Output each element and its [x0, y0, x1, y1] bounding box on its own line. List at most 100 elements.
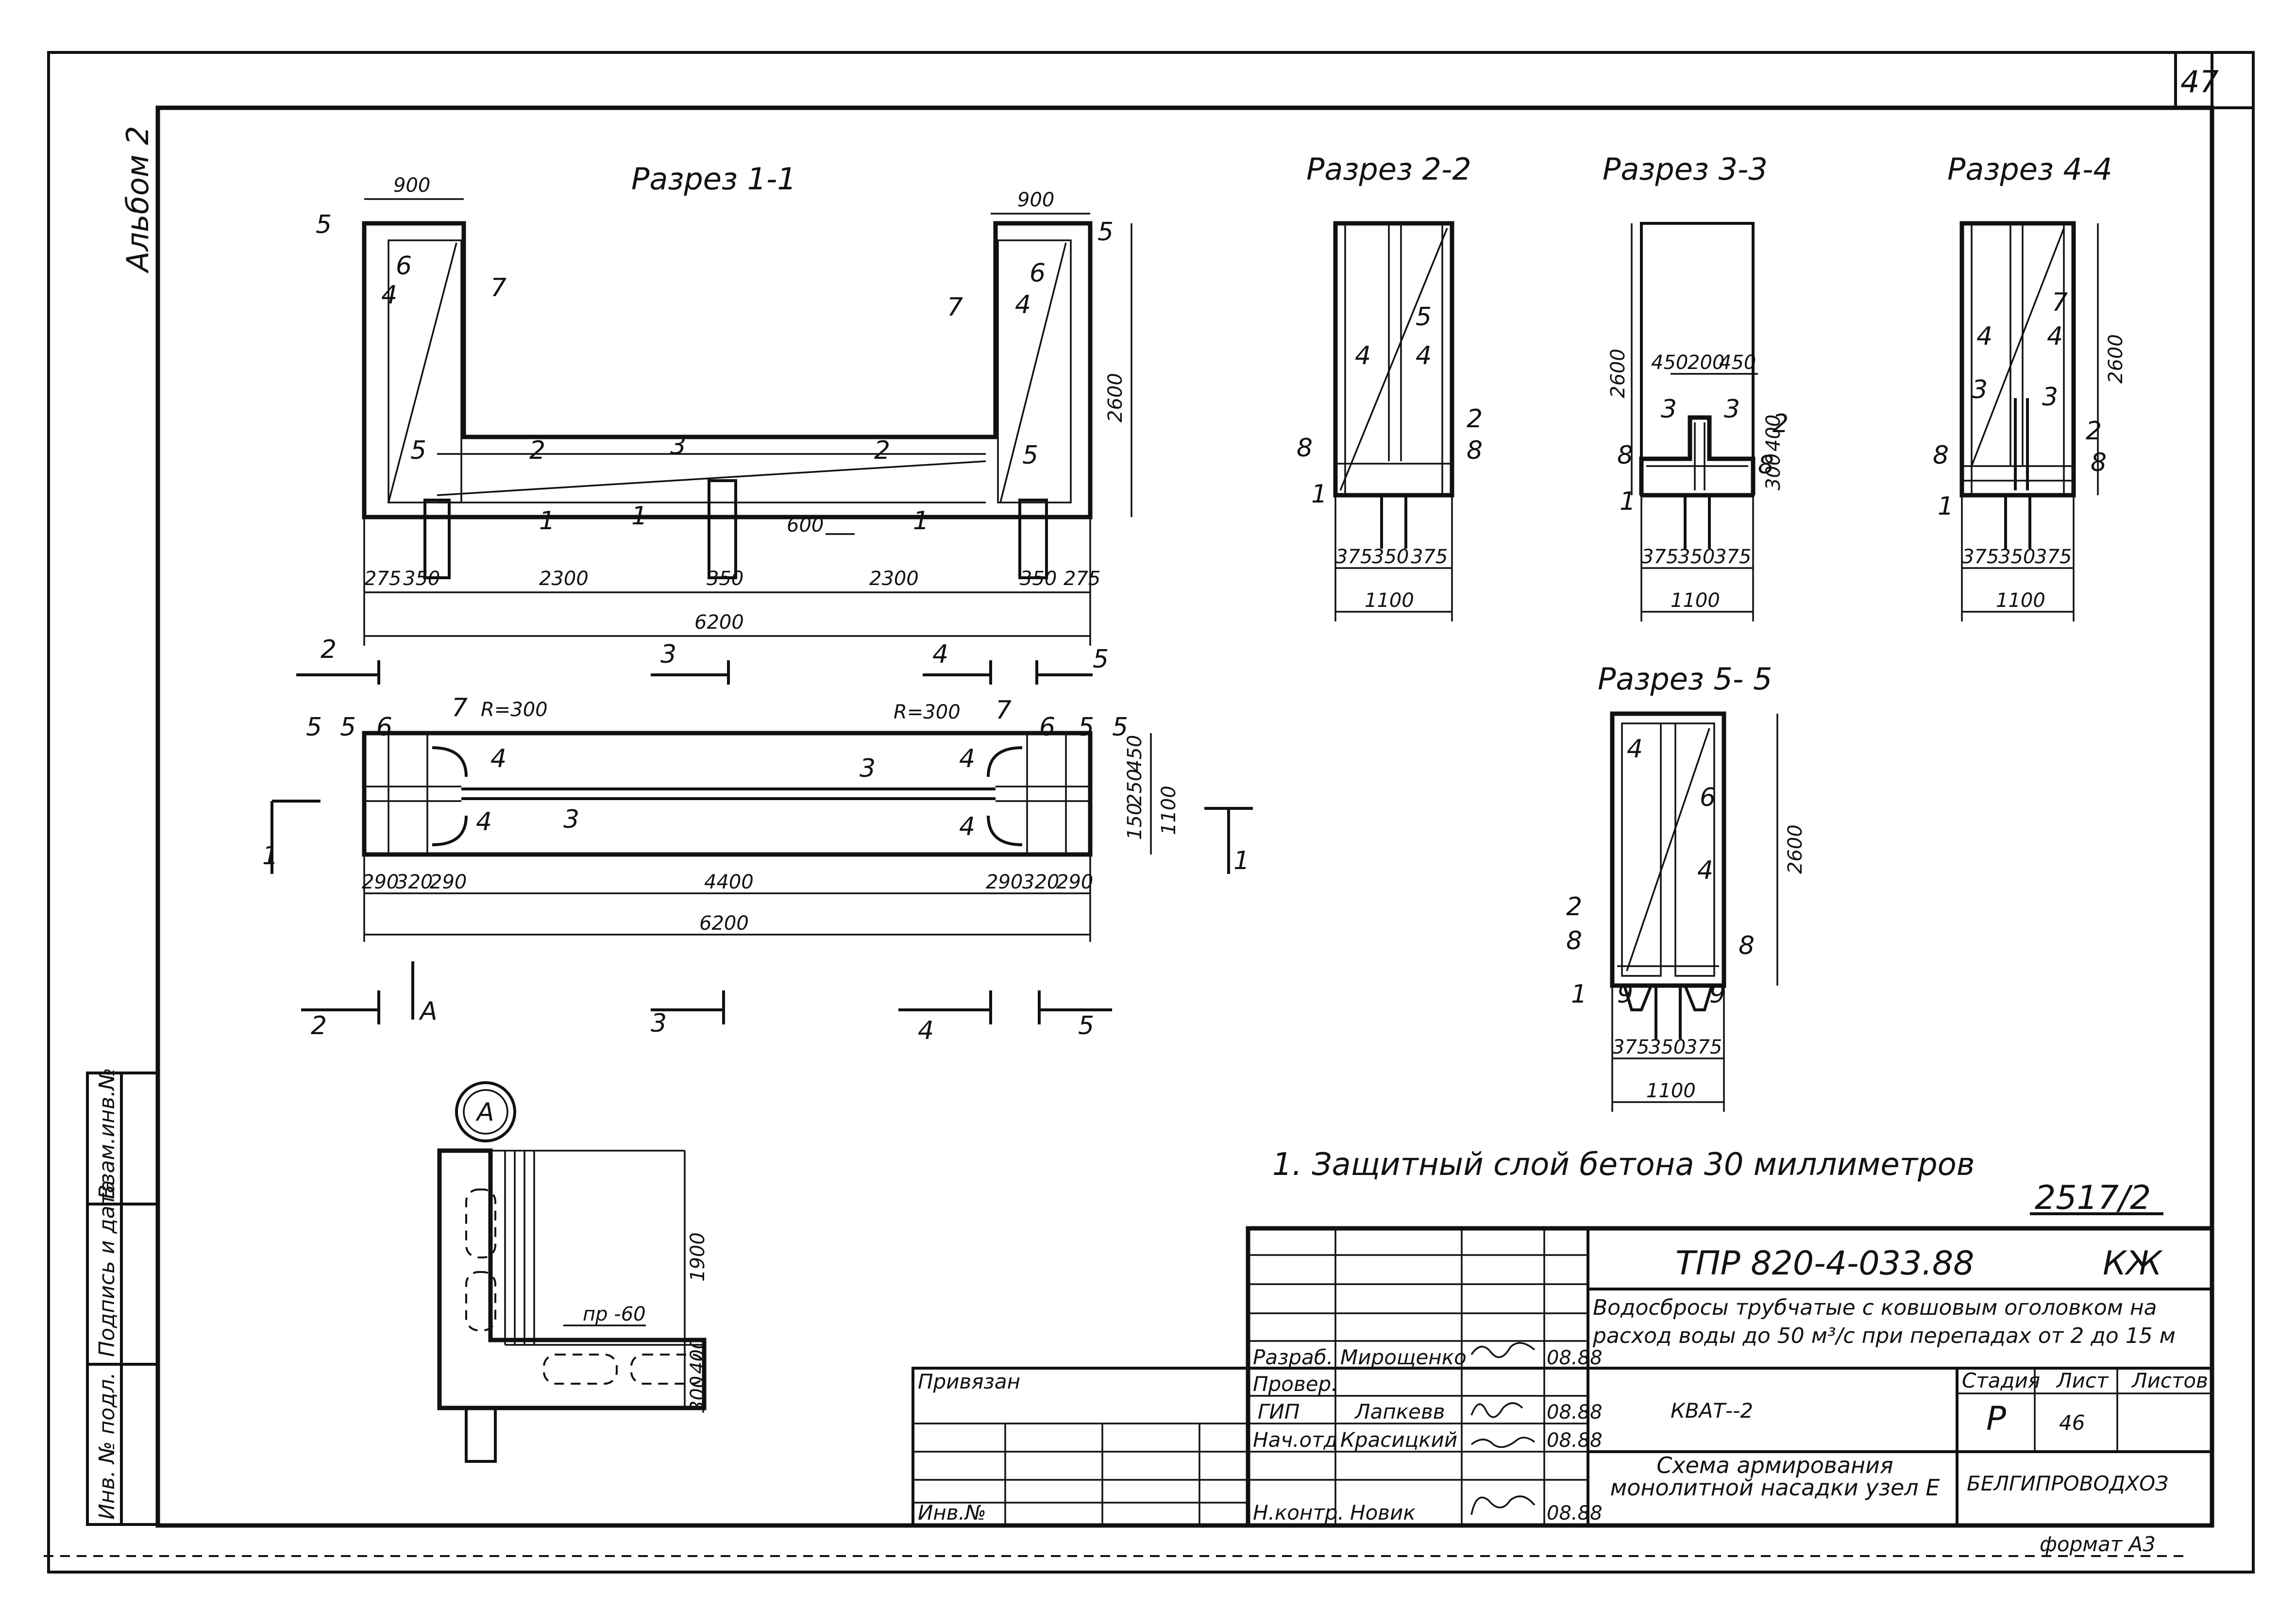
dim-600: 600 [787, 514, 824, 536]
node-a-dim-300: 300 [687, 1376, 709, 1413]
s3-dim-400: 400 [1762, 415, 1785, 452]
plan-mark-3b: 3 [563, 805, 579, 834]
plan-r300-left: R=300 [481, 699, 548, 721]
s3-dim-375b: 375 [1714, 546, 1751, 568]
section-3-title: Разрез 3-3 [1603, 151, 1768, 187]
tb-role-2: ГИП [1258, 1400, 1300, 1424]
s5-dim-350: 350 [1649, 1036, 1686, 1058]
side-stamp-sign: Подпись и дата [95, 1180, 119, 1357]
dim-6200-s1: 6200 [694, 611, 744, 634]
s2-mark-2: 2 [1467, 404, 1483, 434]
s2-mark-8a: 8 [1297, 434, 1313, 463]
cut-4-top: 4 [932, 640, 948, 669]
side-stamp-replace: Взам.инв.№ [95, 1068, 119, 1199]
section-1-title: Разрез 1-1 [631, 161, 796, 197]
mark-1-c: 1 [913, 506, 929, 536]
s5-mark-8a: 8 [1566, 926, 1582, 955]
cut-3-bottom: 3 [651, 1009, 667, 1038]
s2-mark-8b: 8 [1467, 436, 1483, 465]
tb-section-code: КВАТ--2 [1671, 1399, 1753, 1423]
plan-mark-7b: 7 [996, 696, 1012, 725]
tb-date-0: 08.88 [1547, 1347, 1603, 1369]
plan-mark-5d: 5 [1112, 713, 1128, 742]
s4-mark-8a: 8 [1933, 441, 1949, 470]
tb-date-4: 08.88 [1547, 1502, 1603, 1524]
s3-mark-1: 1 [1620, 487, 1636, 516]
s5-mark-1: 1 [1571, 980, 1587, 1009]
s3-mark-3a: 3 [1661, 395, 1677, 424]
s4-mark-4a: 4 [1976, 322, 1992, 351]
s5-dim-2600: 2600 [1784, 824, 1806, 874]
tb-drawing-title: Схема армирования монолитной насадки узе… [1610, 1454, 1940, 1501]
cut-5-top: 5 [1093, 645, 1109, 674]
dim-275-right: 275 [1064, 568, 1100, 590]
cut-1-right: 1 [1233, 846, 1249, 875]
tb-sheet-no: 46 [2059, 1411, 2085, 1435]
cut-3-top: 3 [660, 640, 676, 669]
plan-mark-6a: 6 [376, 713, 392, 742]
plan-mark-5c: 5 [1078, 713, 1094, 742]
plan-dim-320a: 320 [396, 871, 433, 893]
general-note: 1. Защитный слой бетона 30 миллиметров [1272, 1147, 1975, 1183]
mark-5-b: 5 [410, 436, 426, 465]
cut-1-left: 1 [262, 841, 278, 871]
side-stamp [86, 1072, 159, 1526]
s2-dim-375b: 375 [1411, 546, 1448, 568]
s4-mark-7: 7 [2052, 288, 2068, 317]
plan-dim-250: 250 [1124, 769, 1146, 806]
tb-organization: БЕЛГИПРОВОДХОЗ [1967, 1472, 2168, 1495]
section-2-2-drawing [1333, 221, 1454, 621]
cut-2-top: 2 [321, 635, 337, 664]
mark-5-d: 5 [1022, 441, 1038, 470]
s3-dim-375a: 375 [1641, 546, 1678, 568]
dim-2300-left: 2300 [539, 568, 589, 590]
tb-sheets-header: Листов [2131, 1369, 2208, 1392]
plan-dim-290d: 290 [1056, 871, 1093, 893]
s3-dim-350: 350 [1678, 546, 1715, 568]
plan-dim-320b: 320 [1022, 871, 1059, 893]
cut-marks-row1 [296, 660, 1093, 685]
mark-1-b: 1 [631, 502, 647, 531]
s4-dim-1100: 1100 [1996, 589, 2045, 612]
mark-6-b: 6 [1030, 259, 1046, 288]
tb-name-3: Красицкий [1340, 1428, 1457, 1452]
plan-mark-5a: 5 [306, 713, 322, 742]
s2-mark-1: 1 [1311, 480, 1327, 509]
plan-dim-450: 450 [1124, 735, 1146, 772]
plan-dim-4400: 4400 [704, 871, 754, 893]
section-3-3-drawing [1631, 222, 1758, 621]
tb-name-4: Новик [1350, 1501, 1416, 1524]
tb-name-2: Лапкевв [1354, 1400, 1445, 1424]
s5-mark-4a: 4 [1627, 735, 1643, 764]
s4-mark-3b: 3 [2042, 383, 2058, 412]
tb-project: Водосбросы трубчатые с ковшовым оголовко… [1593, 1295, 2176, 1348]
node-a-pr60: пр -60 [583, 1303, 646, 1325]
dim-900-right: 900 [1017, 189, 1054, 211]
cut-marks-plan [270, 800, 1253, 1024]
tb-role-4: Н.контр. [1253, 1501, 1344, 1524]
s5-mark-6: 6 [1700, 783, 1716, 812]
section-1-1-drawing [362, 198, 1132, 646]
s3-mark-8a: 8 [1617, 441, 1633, 470]
tb-role-0: Разраб. [1253, 1345, 1333, 1369]
section-5-title: Разрез 5- 5 [1598, 661, 1773, 697]
mark-5-c: 5 [1097, 218, 1114, 247]
sheet-format: формат А3 [2040, 1532, 2156, 1556]
s5-dim-375b: 375 [1685, 1036, 1722, 1058]
page-number: 47 [2180, 64, 2219, 100]
s3-mark-8b: 8 [1758, 451, 1774, 480]
plan-r300-right: R=300 [894, 701, 961, 723]
tb-drawing-title-box: Схема армирования монолитной насадки узе… [1610, 1454, 1940, 1501]
dim-2300-right: 2300 [869, 568, 919, 590]
tb-role-3: Нач.отд [1253, 1428, 1338, 1452]
tb-project-box: Водосбросы трубчатые с ковшовым оголовко… [1593, 1295, 2176, 1348]
plan-mark-6b: 6 [1039, 713, 1055, 742]
mark-7-b: 7 [947, 293, 963, 322]
tb-doc-mark: КЖ [2103, 1244, 2163, 1283]
section-4-4-drawing [1959, 221, 2099, 621]
s4-mark-2: 2 [2086, 417, 2102, 446]
s3-dim-450a: 450 [1651, 352, 1688, 374]
s2-dim-375a: 375 [1335, 546, 1372, 568]
s4-dim-2600: 2600 [2105, 334, 2127, 384]
